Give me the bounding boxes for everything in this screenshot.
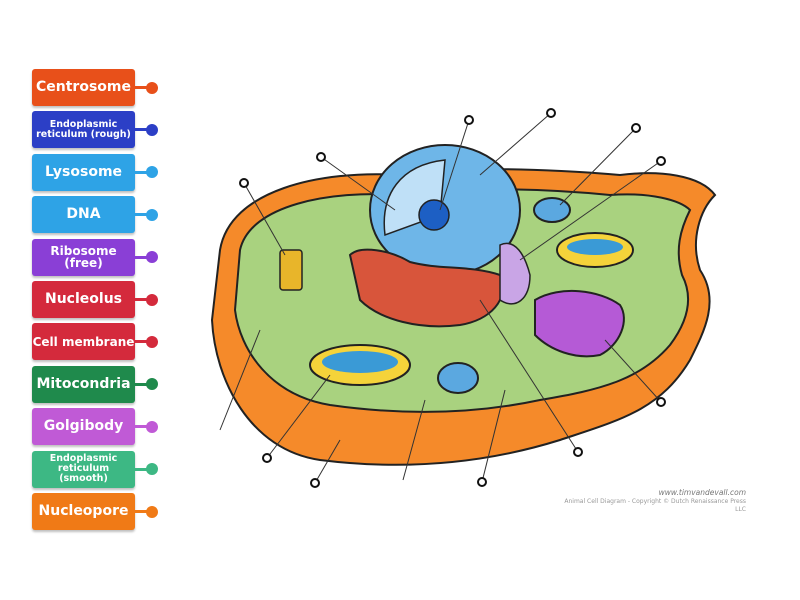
label-connector (135, 467, 149, 471)
label-connector (135, 128, 149, 132)
drop-target[interactable] (631, 123, 641, 133)
centrosome (279, 249, 303, 291)
draggable-label[interactable]: DNA (32, 196, 135, 234)
draggable-label[interactable]: Nucleopore (32, 493, 135, 530)
drop-target[interactable] (477, 477, 487, 487)
draggable-label[interactable]: Cell membrane (32, 323, 135, 361)
nucleolus (418, 199, 450, 231)
draggable-label[interactable]: Centrosome (32, 69, 135, 106)
draggable-label[interactable]: Endoplasmic reticulum (smooth) (32, 450, 135, 488)
golgi-body (534, 289, 625, 358)
label-connector (135, 298, 149, 301)
label-connector (135, 170, 149, 174)
label-connector (135, 382, 149, 386)
image-credit: www.timvandevall.com Animal Cell Diagram… (560, 488, 746, 513)
draggable-label[interactable]: Endoplasmic reticulum (rough) (32, 111, 135, 149)
draggable-label[interactable]: Mitocondria (32, 365, 135, 403)
drop-targets (239, 108, 666, 488)
label-pin[interactable] (146, 463, 158, 476)
drop-target[interactable] (546, 108, 556, 118)
drop-target[interactable] (239, 178, 249, 188)
drop-target[interactable] (464, 115, 474, 125)
drop-target[interactable] (656, 156, 666, 166)
label-connector (135, 255, 149, 259)
cell-illustration (210, 144, 717, 466)
label-pin[interactable] (146, 420, 158, 433)
label-connector (135, 510, 149, 513)
label-pin[interactable] (146, 251, 158, 264)
label-pin[interactable] (146, 378, 158, 391)
drop-target[interactable] (262, 453, 272, 463)
label-pin[interactable] (146, 293, 158, 306)
label-connector (135, 86, 149, 89)
drop-target[interactable] (310, 478, 320, 488)
label-pin[interactable] (146, 81, 158, 94)
label-connector (135, 213, 149, 217)
draggable-label[interactable]: Nucleolus (32, 281, 135, 318)
label-connector (135, 425, 149, 429)
pointer-lines (219, 112, 662, 484)
credit-text: Animal Cell Diagram - Copyright © Dutch … (564, 497, 746, 513)
lysosome-2 (533, 197, 571, 223)
draggable-label[interactable]: Ribosome (free) (32, 238, 135, 276)
label-connector (135, 340, 149, 344)
draggable-label[interactable]: Lysosome (32, 153, 135, 191)
label-pin[interactable] (146, 208, 158, 221)
label-pin[interactable] (146, 335, 158, 348)
label-pin[interactable] (146, 166, 158, 179)
label-pin[interactable] (146, 505, 158, 518)
drop-target[interactable] (656, 397, 666, 407)
label-pin[interactable] (146, 123, 158, 136)
draggable-label[interactable]: Golgibody (32, 408, 135, 446)
drop-target[interactable] (316, 152, 326, 162)
credit-site: www.timvandevall.com (658, 488, 746, 497)
lysosome-1 (437, 362, 479, 394)
drop-target[interactable] (573, 447, 583, 457)
